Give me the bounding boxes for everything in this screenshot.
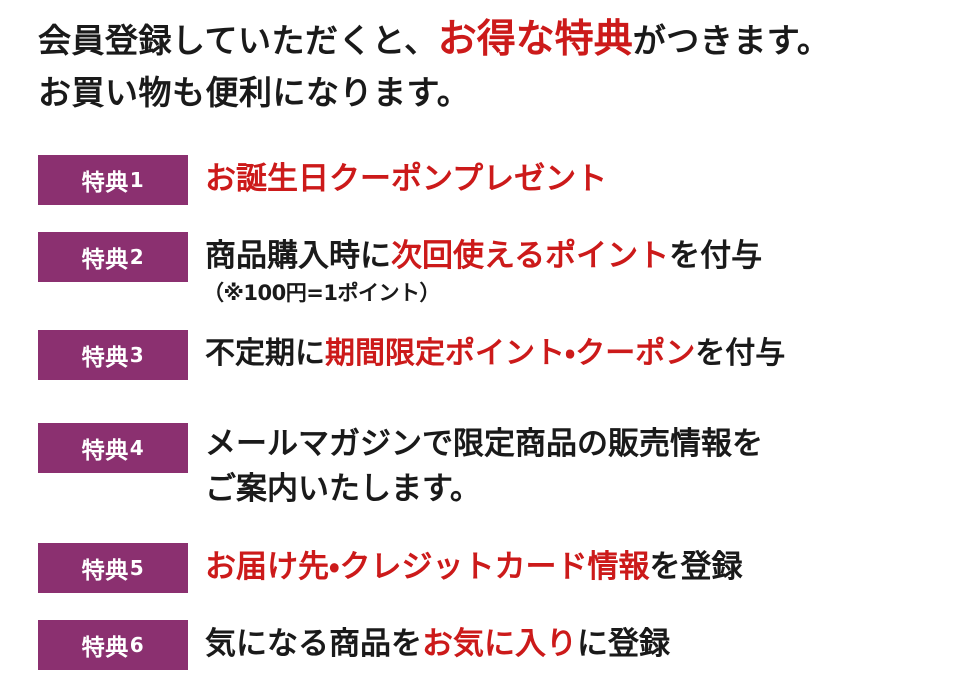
benefit-badge-label: 特典 [81, 635, 129, 661]
benefit-text-6: 気になる商品をお気に入りに登録 [205, 623, 955, 665]
benefit-badge-label: 特典 [81, 438, 129, 464]
benefit-segment-highlight: お気に入り [422, 626, 577, 662]
benefit-badge-label: 特典 [81, 170, 129, 196]
benefit-segment: 気になる商品を [205, 626, 422, 662]
benefit-segment-highlight: 期間限定ポイント・クーポン [325, 336, 696, 371]
benefit-badge-label: 特典 [81, 247, 129, 273]
benefit-badge-label: 特典 [81, 558, 129, 584]
heading-line-1-prefix: 会員登録していただくと、 [38, 21, 438, 60]
benefit-text-3: 不定期に期間限定ポイント・クーポンを付与 [205, 333, 955, 375]
benefit-segment: に登録 [577, 626, 670, 662]
benefit-segment: 商品購入時に [205, 238, 391, 274]
benefit-badge-number: 4 [129, 436, 145, 460]
heading-line-1-highlight: お得な特典 [437, 17, 633, 62]
benefit-badge-number: 6 [129, 633, 145, 657]
benefit-text-5: お届け先・クレジットカード情報を登録 [205, 546, 955, 588]
benefit-segment: を付与 [695, 336, 786, 371]
benefit-badge-number: 3 [129, 343, 145, 367]
benefit-segment: を付与 [669, 238, 763, 274]
benefit-badge-label: 特典 [81, 345, 129, 371]
heading-line-1-suffix: がつきます。 [632, 21, 831, 60]
benefit-badge-number: 1 [129, 168, 145, 192]
benefit-badge-number: 5 [129, 556, 145, 580]
benefit-text-2: 商品購入時に次回使えるポイントを付与 [205, 235, 955, 277]
page-heading: 会員登録していただくと、お得な特典がつきます。 お買い物も便利になります。 [38, 14, 938, 119]
heading-line-2-text: お買い物も便利になります。 [38, 73, 471, 112]
benefit-note-2: （※100円=1ポイント） [203, 281, 440, 305]
benefit-segment: お誕生日クーポンプレゼント [205, 161, 608, 197]
benefit-segment-highlight: お届け先・クレジットカード情報 [205, 549, 650, 585]
heading-line-2: お買い物も便利になります。 [38, 67, 938, 119]
benefit-text-1: お誕生日クーポンプレゼント [205, 158, 955, 200]
benefit-segment: メールマガジンで限定商品の販売情報を [205, 426, 763, 462]
benefit-badge-number: 2 [129, 245, 145, 269]
benefit-text-4-line2: ご案内いたします。 [205, 471, 481, 507]
heading-line-1: 会員登録していただくと、お得な特典がつきます。 [38, 14, 938, 67]
benefit-segment: 不定期に [205, 336, 325, 371]
benefit-text-4: メールマガジンで限定商品の販売情報を [205, 423, 955, 465]
benefit-segment-highlight: 次回使えるポイント [391, 238, 670, 274]
benefit-segment: を登録 [649, 549, 743, 585]
